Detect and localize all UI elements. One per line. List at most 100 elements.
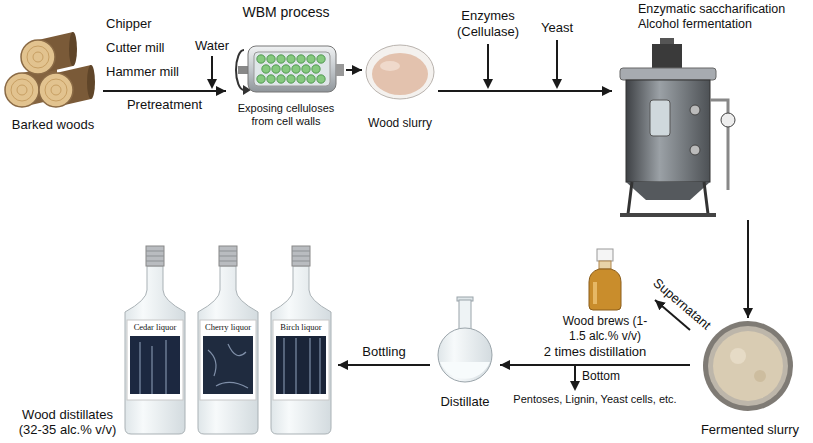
slurry-vessel-part [754, 370, 766, 382]
wbm-mill-drawing-part-part [317, 55, 325, 63]
bottle-label: Cherry liquor [200, 322, 256, 332]
liquor-bottles-part [203, 336, 253, 394]
liquor-bottles-part [276, 336, 326, 394]
node-caption: Fermented slurry [692, 422, 808, 438]
log-pile-part [11, 79, 33, 101]
fermenter-drawing-part [721, 113, 735, 127]
flow-arrow [438, 90, 612, 92]
log-pile-part [39, 73, 73, 107]
input-label: Water [192, 38, 232, 54]
fermenter-drawing-part [626, 80, 710, 182]
flow-arrow [103, 90, 226, 92]
distillate-flask-part [440, 362, 490, 379]
process-arrows-part [556, 40, 558, 80]
process-arrows-part [570, 381, 580, 391]
liquor-bottles-part-part [146, 261, 164, 262]
slurry-dish-part [380, 61, 400, 71]
flow-arrow [500, 364, 690, 366]
spacer [638, 32, 806, 218]
liquor-bottles-part-part [292, 261, 310, 262]
wbm-mill-drawing-part-part [272, 65, 280, 73]
log-pile-part [21, 40, 55, 74]
spacer [557, 247, 653, 314]
wood-slurry: Wood slurry [362, 40, 438, 132]
liquor-bottles [125, 246, 331, 434]
tool-name: Hammer mill [106, 64, 196, 80]
fermented-slurry: Fermented slurry [690, 318, 810, 440]
slurry-vessel-part [708, 326, 788, 406]
node-caption: Barked woods [5, 117, 101, 133]
wbm-mill-drawing-part [336, 64, 344, 76]
distillate-flask-part [438, 328, 492, 382]
liquor-bottles-part-part [292, 256, 310, 257]
log-pile-part [5, 73, 39, 107]
wbm-mill-drawing-part-part [297, 55, 305, 63]
flow-arrow [338, 364, 430, 366]
slurry-dish-part [372, 53, 428, 95]
log-pile [5, 32, 95, 107]
process-arrows-part [483, 79, 493, 89]
liquor-bottles-part-part [309, 338, 310, 394]
wood-brew: Wood brews (1-1.5 alc.% v/v) [555, 245, 655, 345]
liquor-bottles-part-part [295, 338, 296, 394]
flow-arrow [747, 220, 749, 318]
wbm-mill-drawing-part [248, 46, 336, 92]
tool-name: Chipper [106, 16, 186, 32]
node-caption: Wood slurry [364, 116, 436, 130]
log-pile-part [33, 52, 43, 62]
brew-bottle [589, 249, 621, 310]
spacer [364, 42, 436, 116]
fermenter-drawing-part [652, 44, 682, 68]
liquor-bottles-part-part [283, 338, 284, 394]
wbm-mill-drawing-part-part [292, 65, 300, 73]
slurry-vessel-part [713, 331, 783, 401]
fermenter-drawing-part [620, 213, 716, 217]
liquor-bottles-part [292, 246, 310, 266]
liquor-bottles-part-part [208, 344, 248, 388]
distillate: Distillate [430, 295, 500, 412]
fermenter: Enzymatic saccharificationAlcohol fermen… [612, 0, 808, 220]
edge-label: 2 times distillation [542, 344, 649, 360]
process-arrows-part [207, 79, 217, 89]
output-label: Bottom [582, 369, 632, 383]
liquor-bottles-part [127, 320, 183, 400]
spacer [432, 297, 498, 394]
liquor-bottles-part-part [165, 340, 166, 394]
process-arrows-part [552, 79, 562, 89]
edge-label: Bottling [360, 344, 407, 360]
wbm-mill-drawing-part-part [287, 55, 295, 63]
wood-logs: Barked woods [3, 30, 103, 135]
liquor-bottles-part-part [146, 256, 164, 257]
wbm-mill-drawing-part-part [312, 65, 320, 73]
wbm-mill-drawing-part-part [307, 75, 315, 83]
distillate-flask-part [459, 300, 471, 330]
fermenter-drawing-part [690, 145, 700, 155]
wbm-mill-drawing-part-part [267, 55, 275, 63]
brew-bottle-part [593, 282, 597, 304]
fermenter-drawing-part [690, 105, 700, 115]
liquor-bottles-part-part [219, 251, 237, 252]
wbm-mill-drawing-part-part [277, 55, 285, 63]
wbm-mill-drawing-part-part [317, 75, 325, 83]
liquor-bottles-part [198, 266, 258, 434]
spacer [5, 32, 101, 117]
process-arrows-part [574, 366, 576, 382]
log-pile-part [45, 79, 67, 101]
liquor-bottles-part [146, 251, 310, 261]
wbm-mill-drawing-part [257, 55, 325, 83]
wbm-mill-drawing-part-part [287, 75, 295, 83]
node-caption: Exposing celluloses from cell walls [228, 102, 344, 128]
brew-bottle-part [597, 249, 613, 261]
log-pile-part [69, 32, 77, 66]
edge-label: Pretreatment [125, 97, 204, 113]
fermenter-drawing-part [628, 182, 632, 214]
wbm-mill-drawing-part-part [297, 75, 305, 83]
liquor-bottles-part [273, 320, 329, 400]
slurry-dish [366, 45, 434, 99]
flow-arrow [346, 69, 362, 71]
bottle-label: Birch liquor [273, 322, 329, 332]
liquor-bottles-part-part [139, 342, 140, 394]
wbm-mill-drawing [236, 46, 344, 95]
fermenter-drawing-part [704, 182, 708, 214]
